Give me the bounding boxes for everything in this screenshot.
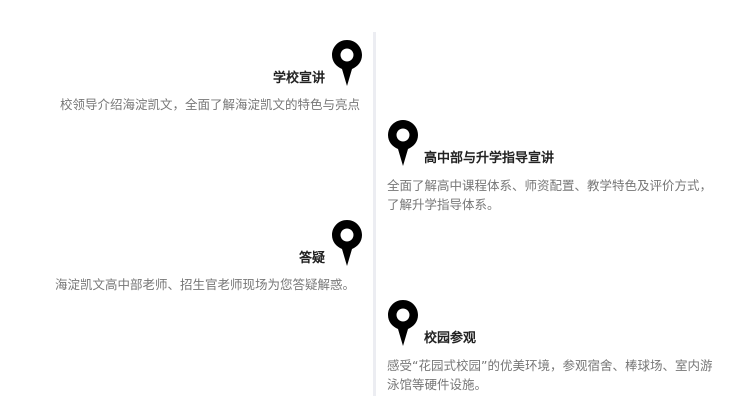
timeline-item-description: 感受“花园式校园”的优美环境，参观宿舍、棒球场、室内游泳馆等硬件设施。 <box>387 358 713 392</box>
timeline-item-title: 答疑 <box>298 251 325 266</box>
timeline-axis-line <box>373 32 376 396</box>
map-pin-icon <box>332 220 362 266</box>
map-pin-icon <box>388 300 418 346</box>
timeline-item-title: 校园参观 <box>424 331 477 346</box>
map-pin-icon <box>332 40 362 86</box>
map-pin-icon <box>388 120 418 166</box>
timeline-item-description: 海淀凯文高中部老师、招生官老师现场为您答疑解惑。 <box>54 277 355 292</box>
timeline-item-title: 学校宣讲 <box>272 71 325 86</box>
timeline-item-description: 全面了解高中课程体系、师资配置、教学特色及评价方式，了解升学指导体系。 <box>387 178 713 212</box>
timeline-item-description: 校领导介绍海淀凯文，全面了解海淀凯文的特色与亮点 <box>59 97 360 112</box>
timeline-item-title: 高中部与升学指导宣讲 <box>424 151 555 166</box>
